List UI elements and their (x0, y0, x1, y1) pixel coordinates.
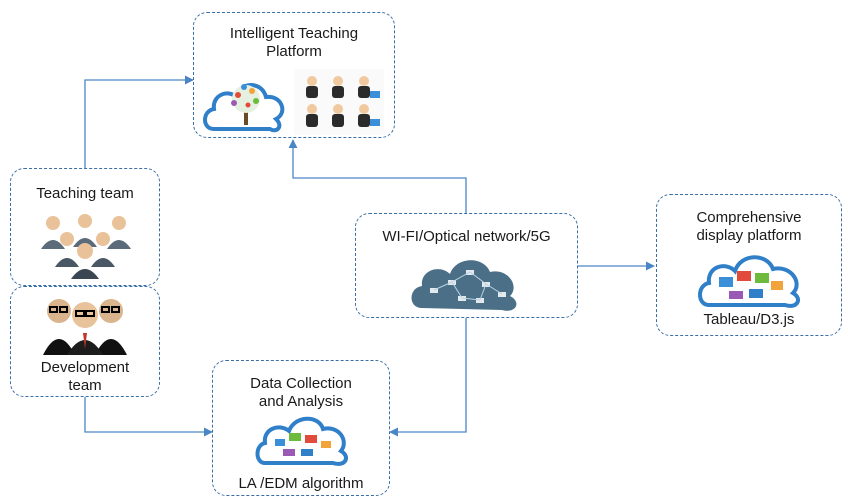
node-intelligent-platform: Intelligent Teaching Platform (193, 12, 395, 138)
arrow-network-to-data (389, 318, 467, 437)
cloud-tree-icon (203, 83, 285, 133)
arrow-teaching-to-platform (84, 75, 194, 168)
display-cloud-icon (698, 255, 801, 308)
connectors (84, 75, 655, 437)
arrow-dev-to-data (84, 397, 213, 437)
data-cloud-icon (255, 416, 349, 466)
node-title: Development team (40, 359, 130, 394)
node-title: Data Collection and Analysis (250, 375, 352, 410)
node-subtitle: LA /EDM algorithm (238, 475, 364, 492)
node-title: Comprehensive display platform (696, 209, 802, 244)
team-people-icon (41, 214, 131, 279)
node-subtitle: Tableau/D3.js (703, 311, 795, 328)
node-display-platform: Comprehensive display platform Tableau/D… (656, 194, 842, 336)
node-network: WI-FI/Optical network/5G (355, 213, 578, 318)
developers-icon (43, 299, 127, 355)
network-cloud-icon (411, 260, 517, 311)
arrow-network-to-platform (288, 139, 467, 213)
node-title: WI-FI/Optical network/5G (382, 228, 551, 245)
people-group-icon (294, 69, 384, 135)
node-teaching-team: Teaching team (10, 168, 160, 286)
node-title: Intelligent Teaching Platform (229, 25, 359, 60)
node-development-team: Development team (10, 286, 160, 397)
node-title: Teaching team (36, 185, 134, 202)
node-data-collection: Data Collection and Analysis LA /EDM alg… (212, 360, 390, 496)
